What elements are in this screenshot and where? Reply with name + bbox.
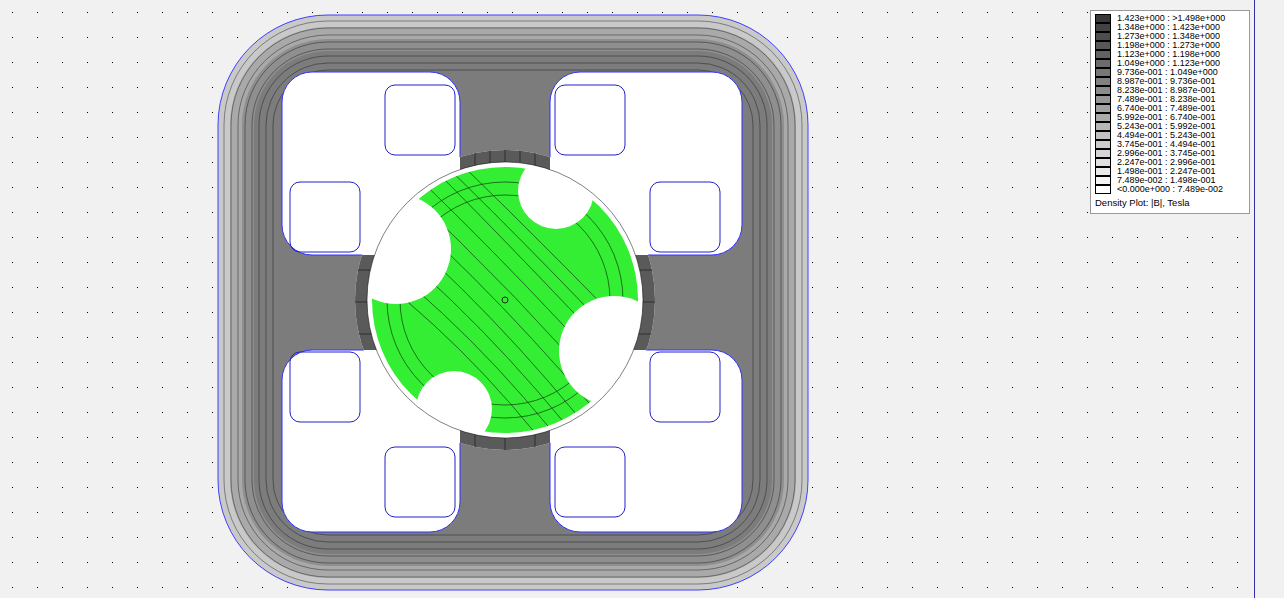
legend-row: 7.489e-002 : 1.498e-001 — [1095, 176, 1246, 185]
legend-panel: 1.423e+000 : >1.498e+0001.348e+000 : 1.4… — [1090, 10, 1250, 214]
legend-row: 9.736e-001 : 1.049e+000 — [1095, 68, 1246, 77]
legend-row: 6.740e-001 : 7.489e-001 — [1095, 104, 1246, 113]
legend-row: 7.489e-001 : 8.238e-001 — [1095, 95, 1246, 104]
legend-swatch — [1095, 158, 1111, 167]
legend-row: 1.423e+000 : >1.498e+000 — [1095, 14, 1246, 23]
legend-text: <0.000e+000 : 7.489e-002 — [1117, 185, 1223, 194]
legend-swatch — [1095, 77, 1111, 86]
grid-dots — [0, 0, 1254, 598]
legend-text: 5.243e-001 : 5.992e-001 — [1117, 122, 1216, 131]
legend-swatch — [1095, 23, 1111, 32]
legend-row: 1.198e+000 : 1.273e+000 — [1095, 41, 1246, 50]
legend-swatch — [1095, 68, 1111, 77]
legend-text: 6.740e-001 : 7.489e-001 — [1117, 104, 1216, 113]
legend-row: 1.049e+000 : 1.123e+000 — [1095, 59, 1246, 68]
legend-text: 8.987e-001 : 9.736e-001 — [1117, 77, 1216, 86]
legend-row: 1.498e-001 : 2.247e-001 — [1095, 167, 1246, 176]
stator-outline — [218, 15, 808, 590]
legend-row: 2.996e-001 : 3.745e-001 — [1095, 149, 1246, 158]
legend-swatch — [1095, 86, 1111, 95]
legend-text: 2.247e-001 : 2.996e-001 — [1117, 158, 1216, 167]
legend-text: 1.123e+000 : 1.198e+000 — [1117, 50, 1220, 59]
legend-swatch — [1095, 14, 1111, 23]
legend-row: 3.745e-001 : 4.494e-001 — [1095, 140, 1246, 149]
legend-text: 3.745e-001 : 4.494e-001 — [1117, 140, 1216, 149]
rotor — [352, 155, 668, 462]
legend-text: 8.238e-001 : 8.987e-001 — [1117, 86, 1216, 95]
legend-row: <0.000e+000 : 7.489e-002 — [1095, 185, 1246, 194]
legend-row: 1.273e+000 : 1.348e+000 — [1095, 32, 1246, 41]
stator-pole — [300, 100, 710, 500]
legend-text: 1.423e+000 : >1.498e+000 — [1117, 14, 1225, 23]
legend-row: 8.987e-001 : 9.736e-001 — [1095, 77, 1246, 86]
legend-swatch — [1095, 149, 1111, 158]
legend-swatch — [1095, 176, 1111, 185]
legend-row: 1.348e+000 : 1.423e+000 — [1095, 23, 1246, 32]
legend-row: 2.247e-001 : 2.996e-001 — [1095, 158, 1246, 167]
legend-text: 7.489e-001 : 8.238e-001 — [1117, 95, 1216, 104]
legend-text: 1.498e-001 : 2.247e-001 — [1117, 167, 1216, 176]
legend-title: Density Plot: |B|, Tesla — [1095, 197, 1246, 209]
legend-text: 1.348e+000 : 1.423e+000 — [1117, 23, 1220, 32]
legend-swatch — [1095, 41, 1111, 50]
legend-text: 5.992e-001 : 6.740e-001 — [1117, 113, 1216, 122]
legend-swatch — [1095, 140, 1111, 149]
legend-swatch — [1095, 167, 1111, 176]
legend-swatch — [1095, 122, 1111, 131]
winding-slot — [282, 72, 742, 532]
legend-text: 7.489e-002 : 1.498e-001 — [1117, 176, 1216, 185]
legend-swatch — [1095, 131, 1111, 140]
legend-swatch — [1095, 32, 1111, 41]
legend-text: 2.996e-001 : 3.745e-001 — [1117, 149, 1216, 158]
legend-row: 5.992e-001 : 6.740e-001 — [1095, 113, 1246, 122]
legend-text: 9.736e-001 : 1.049e+000 — [1117, 68, 1218, 77]
legend-swatch — [1095, 50, 1111, 59]
legend-swatch — [1095, 59, 1111, 68]
legend-swatch — [1095, 185, 1111, 194]
legend-text: 4.494e-001 : 5.243e-001 — [1117, 131, 1216, 140]
legend-swatch — [1095, 113, 1111, 122]
legend-text: 1.049e+000 : 1.123e+000 — [1117, 59, 1220, 68]
legend-row: 5.243e-001 : 5.992e-001 — [1095, 122, 1246, 131]
stator-bore — [355, 150, 655, 450]
legend-text: 1.273e+000 : 1.348e+000 — [1117, 32, 1220, 41]
legend-text: 1.198e+000 : 1.273e+000 — [1117, 41, 1220, 50]
legend-row: 8.238e-001 : 8.987e-001 — [1095, 86, 1246, 95]
legend-row: 1.123e+000 : 1.198e+000 — [1095, 50, 1246, 59]
legend-swatch — [1095, 104, 1111, 113]
legend-row: 4.494e-001 : 5.243e-001 — [1095, 131, 1246, 140]
stator-iron — [218, 15, 808, 590]
view-edge — [1254, 0, 1255, 598]
legend-swatch — [1095, 95, 1111, 104]
coil-region — [290, 85, 720, 517]
